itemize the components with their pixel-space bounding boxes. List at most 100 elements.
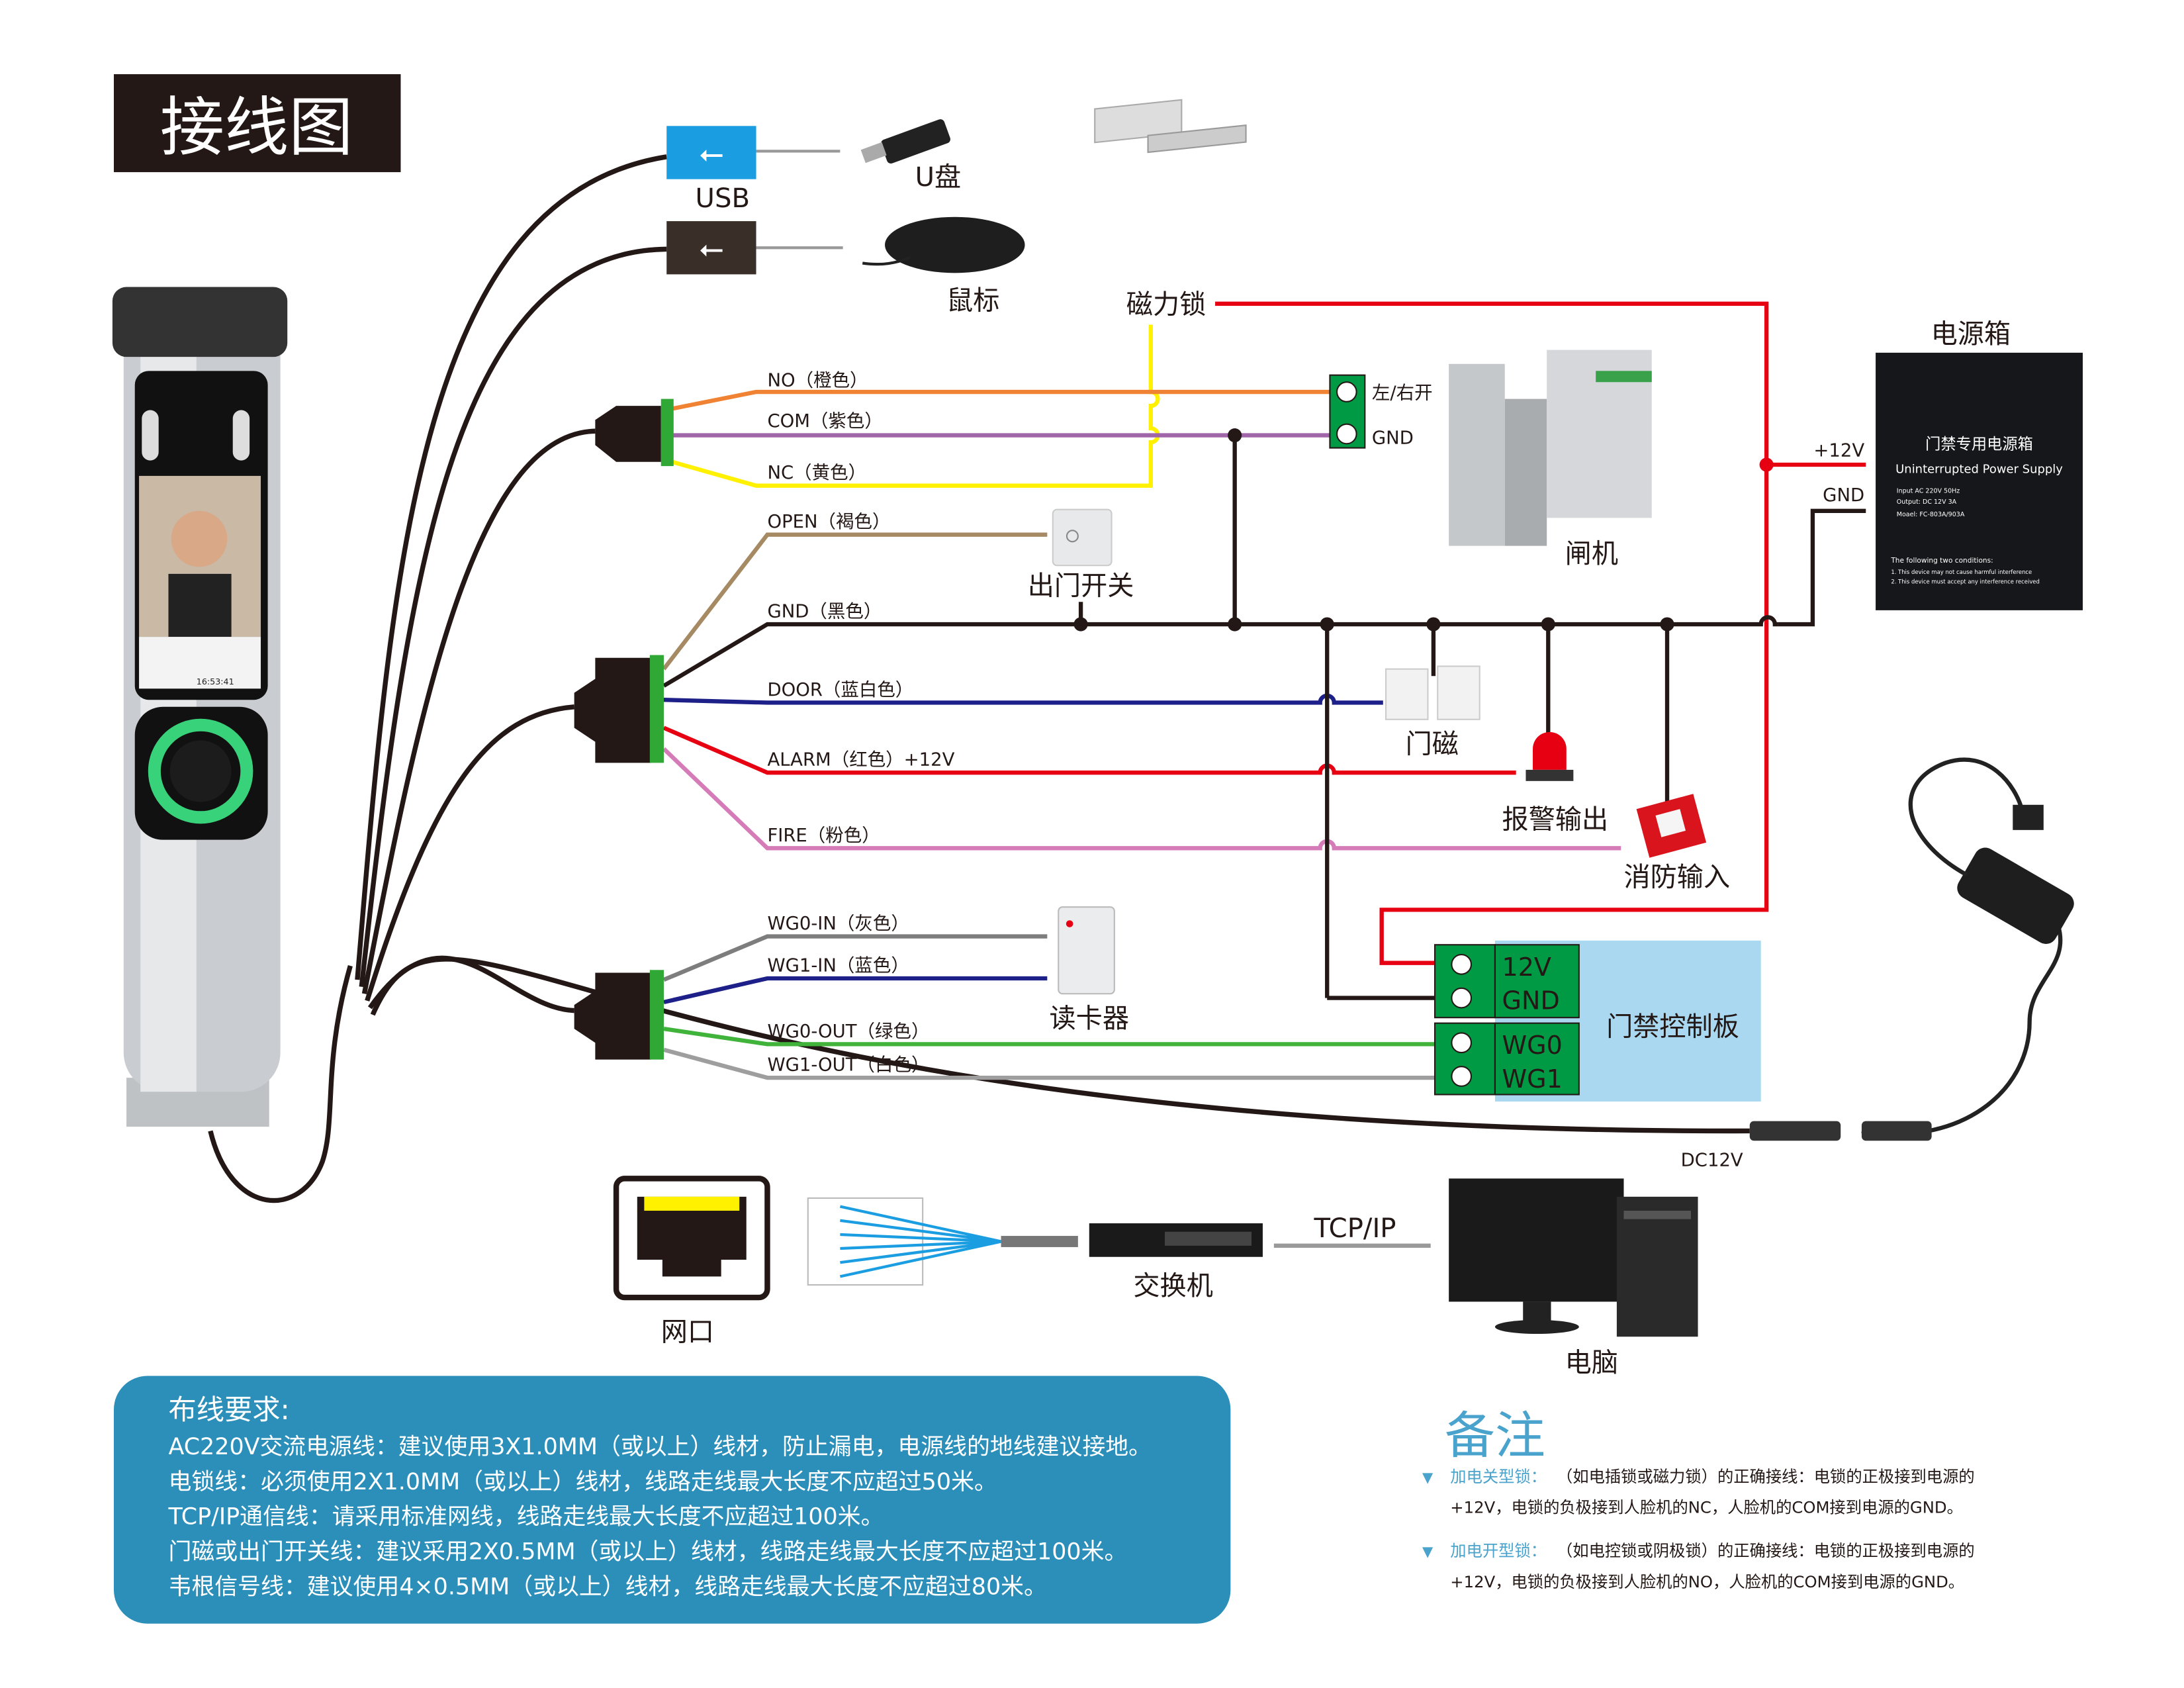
notes: 备注 ▼ 加电关型锁： （如电插锁或磁力锁）的正确接线：电锁的正极接到电源的 +… — [1422, 1406, 1975, 1591]
peripherals-dc12v-label: DC12V — [1681, 1149, 1743, 1170]
power-terminals-plus12v-label: +12V — [1813, 440, 1864, 461]
usb-icon: ⭠ — [699, 230, 723, 266]
peripherals-maglock-label: 磁力锁 — [1126, 290, 1206, 320]
connector-lock — [595, 399, 674, 467]
power-box-label-cn-label: 门禁专用电源箱 — [1925, 436, 2033, 453]
wires-nc-label: NC（黄色） — [767, 462, 866, 483]
power-box-label-model-label: Moael: FC-803A/903A — [1897, 511, 1965, 518]
wires-gnd-label: GND（黑色） — [767, 600, 882, 622]
mouse-port: ⭠ — [666, 221, 843, 275]
peripherals-alarm-output-label: 报警输出 — [1502, 805, 1609, 835]
wires-alarm-label: ALARM（红色）+12V — [767, 749, 954, 771]
peripherals-switch-label: 交换机 — [1133, 1271, 1212, 1301]
device-screen-time-label: 16:53:41 — [197, 677, 234, 686]
usb-icon: ⭠ — [699, 135, 723, 171]
peripherals-usb-label-label: USB — [696, 183, 750, 214]
rj45-cable — [807, 1197, 1078, 1286]
turnstile-terminals-open-label: 左/右开 — [1372, 383, 1433, 404]
wire-nc — [671, 324, 1160, 488]
wires-open-label: OPEN（褐色） — [767, 511, 890, 532]
requirements-title-label: 布线要求: — [168, 1393, 289, 1426]
peripherals-door-sensor-label: 门磁 — [1406, 729, 1459, 760]
notes-items-1-key-label: 加电开型锁： — [1450, 1541, 1547, 1560]
wires-fire-label: FIRE（粉色） — [767, 825, 880, 846]
peripherals-power-box-label: 电源箱 — [1931, 319, 2011, 350]
access-controller-board: 12V GND WG0 WG1 门禁控制板 — [1433, 940, 1761, 1102]
mouse: 鼠标 — [862, 216, 1025, 316]
requirements-lines-1-label: 电锁线：必须使用2X1.0MM（或以上）线材，线路走线最大长度不应超过50米。 — [168, 1469, 997, 1495]
triangle-icon: ▼ — [1422, 1469, 1433, 1485]
wiring-requirements: 布线要求: AC220V交流电源线：建议使用3X1.0MM（或以上）线材，防止漏… — [114, 1376, 1231, 1624]
controller-terminals-0-label: 12V — [1502, 953, 1551, 982]
notes-items-0-line2-label: +12V，电锁的负极接到人脸机的NC，人脸机的COM接到电源的GND。 — [1450, 1498, 1963, 1517]
controller-terminals-3-label: WG1 — [1502, 1064, 1563, 1094]
turnstile: 闸机 — [1449, 350, 1652, 569]
wires-wg1-in-label: WG1-IN（蓝色） — [767, 955, 909, 976]
wire-wg1-out — [663, 1047, 1435, 1080]
peripherals-exit-button-label: 出门开关 — [1028, 571, 1134, 602]
power-box-label-cond2-label: 2. This device must accept any interfere… — [1891, 579, 2040, 585]
notes-items-0-line1-label: （如电插锁或磁力锁）的正确接线：电锁的正极接到电源的 — [1557, 1467, 1975, 1486]
network-switch: 交换机 — [1089, 1223, 1263, 1301]
power-box-label-en-label: Uninterrupted Power Supply — [1895, 463, 2063, 477]
peripherals-card-reader-label: 读卡器 — [1050, 1004, 1129, 1034]
requirements-lines-4-label: 韦根信号线：建议使用4×0.5MM（或以上）线材，线路走线最大长度不应超过80米… — [168, 1573, 1046, 1600]
notes-items-1-line2-label: +12V，电锁的负极接到人脸机的NO，人脸机的COM接到电源的GND。 — [1450, 1572, 1964, 1591]
wires-wg1-out-label: WG1-OUT（白色） — [767, 1055, 929, 1076]
turnstile-terminals-gnd-label: GND — [1372, 427, 1414, 448]
controller-terminals-1-label: GND — [1502, 986, 1560, 1015]
peripherals-mouse-label: 鼠标 — [946, 285, 999, 316]
wires-no-label: NO（橙色） — [767, 370, 868, 391]
notes-items-0-key-label: 加电关型锁： — [1450, 1467, 1547, 1486]
controller-terminals-2-label: WG0 — [1502, 1031, 1563, 1060]
peripherals-fire-input-label: 消防输入 — [1624, 862, 1731, 892]
wire-open — [662, 532, 1048, 671]
notes-title-label: 备注 — [1445, 1406, 1545, 1465]
wire-12v-red — [1215, 301, 1769, 965]
wires-com-label: COM（紫色） — [767, 410, 882, 432]
wire-wg0-out — [663, 1026, 1435, 1047]
notes-items-1-line1-label: （如电控锁或阴极锁）的正确接线：电锁的正极接到电源的 — [1557, 1541, 1975, 1560]
page-title: 接线图 — [160, 90, 353, 165]
wires-wg0-out-label: WG0-OUT（绿色） — [767, 1021, 929, 1042]
network-port: 网口 — [613, 1176, 770, 1348]
connector-wiegand — [574, 970, 664, 1060]
power-box-label-cond-title-label: The following two conditions: — [1890, 557, 1993, 565]
usb-port: ⭠ USB — [666, 126, 841, 214]
card-reader: 读卡器 — [1050, 906, 1129, 1034]
usb-drive: U盘 — [860, 119, 962, 193]
wire-gnd — [662, 615, 1778, 688]
requirements-lines-2-label: TCP/IP通信线：请采用标准网线，线路走线最大长度不应超过100米。 — [167, 1504, 884, 1530]
requirements-lines-0-label: AC220V交流电源线：建议使用3X1.0MM（或以上）线材，防止漏电，电源线的… — [168, 1434, 1152, 1460]
connector-io — [574, 655, 664, 763]
peripherals-udisk-label: U盘 — [915, 162, 962, 193]
power-box-label-output-label: Output: DC 12V 3A — [1897, 498, 1957, 506]
power-box-label-input-label: Input AC 220V 50Hz — [1897, 487, 1960, 494]
wire-wg1-in — [663, 976, 1048, 1005]
peripherals-controller-label: 门禁控制板 — [1606, 1012, 1739, 1043]
power-box-label-cond1-label: 1. This device may not cause harmful int… — [1891, 569, 2032, 575]
door-sensor: 门磁 — [1385, 665, 1480, 760]
tcpip-label: TCP/IP — [1313, 1213, 1396, 1244]
power-box: 电源箱 门禁专用电源箱 Uninterrupted Power Supply I… — [1813, 319, 2083, 610]
wire-no — [672, 389, 1330, 411]
wire-power-gnd — [1778, 508, 1866, 627]
exit-button: 出门开关 — [1028, 508, 1134, 602]
triangle-icon: ▼ — [1422, 1543, 1433, 1560]
dc-power-plug: DC12V — [1681, 1121, 1841, 1170]
computer: 电脑 — [1449, 1178, 1698, 1378]
face-recognition-terminal: 16:53:41 — [112, 287, 288, 1127]
turnstile-terminal-block: 左/右开 GND — [1329, 374, 1433, 449]
power-terminals-gnd-label: GND — [1823, 485, 1864, 506]
title-block: 接线图 — [114, 74, 401, 173]
wires-wg0-in-label: WG0-IN（灰色） — [767, 913, 909, 934]
power-adapter — [1861, 757, 2074, 1141]
peripherals-computer-label: 电脑 — [1565, 1348, 1618, 1378]
wires-door-label: DOOR（蓝白色） — [767, 679, 913, 700]
magnetic-lock: 磁力锁 — [1094, 99, 1247, 320]
fire-alarm-button: 消防输入 — [1624, 794, 1731, 892]
requirements-lines-3-label: 门磁或出门开关线：建议采用2X0.5MM（或以上）线材，线路走线最大长度不应超过… — [168, 1538, 1127, 1565]
peripherals-network-port-label: 网口 — [661, 1317, 714, 1348]
wire-wg0-in — [662, 934, 1048, 982]
